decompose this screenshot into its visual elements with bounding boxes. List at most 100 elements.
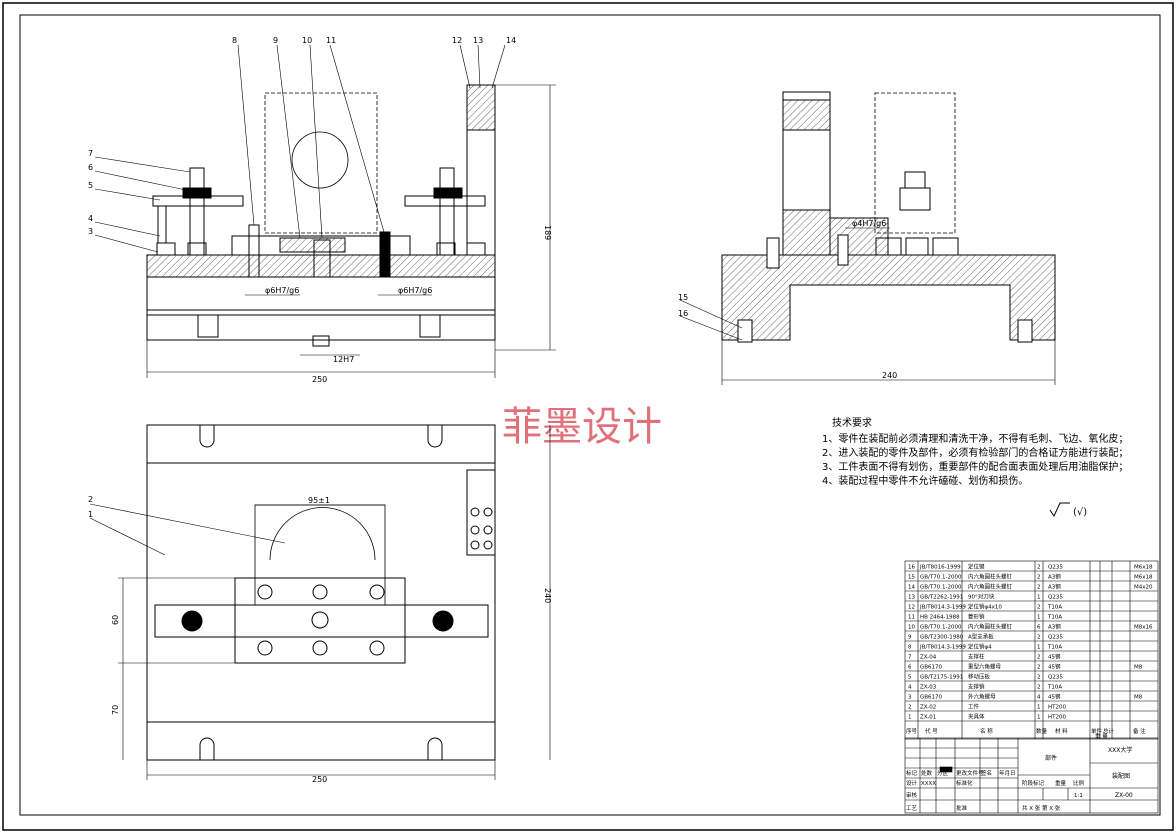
balloon-3: 3	[88, 227, 93, 236]
bom-header: 序号	[906, 727, 918, 735]
balloon-11: 11	[326, 36, 336, 45]
bom-cell: 4	[1037, 695, 1041, 701]
bom-cell: 2	[1037, 685, 1041, 691]
title-part: 部件	[1045, 754, 1057, 762]
bom-cell: 定位键	[968, 563, 985, 571]
top-view-labels: 2 1 250 240 95±1 60 70	[88, 495, 552, 784]
bom-cell: 2	[1037, 605, 1041, 611]
bom-cell: Q235	[1048, 565, 1063, 571]
title-col-scale: 比例	[1073, 779, 1085, 787]
bom-header: 备 注	[1133, 727, 1146, 735]
bom-cell: 2	[1037, 565, 1041, 571]
bom-cell: 8	[908, 645, 912, 651]
bom-cell: 6	[908, 665, 912, 671]
title-sheet: 共 X 张 第 X 张	[1022, 804, 1061, 812]
balloon-4: 4	[88, 214, 93, 223]
bom-cell: 1	[1037, 645, 1041, 651]
bom-table	[904, 560, 1159, 740]
bom-cell: T10A	[1047, 645, 1062, 651]
title-role-designer: XXXX	[921, 781, 936, 787]
bom-cell: 工件	[968, 703, 980, 711]
bom-cell: M8	[1134, 665, 1143, 671]
dim-front-width: 250	[312, 375, 327, 384]
bom-cell: 7	[908, 655, 912, 661]
bom-cell: 2	[1037, 675, 1041, 681]
bom-cell: GB/T70.1-2000	[920, 575, 962, 581]
title-scale: 1:1	[1074, 793, 1083, 799]
balloon-1: 1	[88, 510, 93, 519]
balloon-14: 14	[506, 36, 516, 45]
title-role-design: 设计	[906, 779, 918, 787]
bom-cell: 10	[908, 625, 915, 631]
title-block-text: 部件 XXX大学 装配图 ZX-00 1:1 共 X 张 第 X 张 阶段标记 …	[906, 746, 1133, 812]
side-view-labels: 15 16 240 φ4H7/g6	[678, 219, 897, 380]
bom-cell: 45钢	[1048, 653, 1061, 661]
bom-header: 材 料	[1055, 727, 1068, 735]
title-role-process: 工艺	[906, 805, 918, 812]
bom-cell: 1	[1037, 595, 1041, 601]
bom-cell: 2	[908, 705, 912, 711]
dim-front-height: 189	[543, 225, 552, 240]
bom-header: 代 号	[925, 727, 938, 735]
dim-top-width: 250	[312, 775, 327, 784]
bom-cell: 1	[908, 715, 912, 721]
roughness-note: (√)	[1073, 507, 1087, 518]
dim-tol-right: φ6H7/g6	[398, 286, 432, 295]
bom-cell: ZX-04	[920, 655, 937, 661]
bom-cell: 6	[1037, 625, 1041, 631]
bom-cell: 内六角圆柱头螺钉	[968, 623, 1013, 631]
balloon-10: 10	[302, 36, 312, 45]
bom-cell: GB/T2175-1991	[920, 675, 963, 681]
bom-cell: GB/T70.1-2000	[920, 625, 962, 631]
bom-cell: ZX-02	[920, 705, 936, 711]
title-row-zone: 分区	[937, 769, 949, 777]
bom-cell: 90°对刀块	[968, 593, 995, 601]
dim-slot: 12H7	[333, 355, 354, 364]
bom-cell: T10A	[1047, 685, 1062, 691]
bom-cell: 2	[1037, 635, 1041, 641]
bom-cell: 13	[908, 595, 915, 601]
bom-cell: JB/T8016-1999	[919, 565, 961, 571]
balloon-9: 9	[273, 36, 278, 45]
bom-cell: HT200	[1048, 715, 1066, 721]
balloon-5: 5	[88, 181, 93, 190]
bom-cell: 14	[908, 585, 915, 591]
dim-top-height: 240	[543, 588, 552, 603]
dim-tol-left: φ6H7/g6	[265, 286, 299, 295]
bom-cell: M6x18	[1134, 575, 1153, 581]
balloon-12: 12	[452, 36, 462, 45]
dim-side-width: 240	[882, 371, 897, 380]
bom-cell: 定位销φ4x10	[968, 603, 1002, 611]
bom-cell: M6x18	[1134, 565, 1153, 571]
title-row-date: 年月日	[999, 769, 1016, 777]
bom-cell: HT200	[1048, 705, 1066, 711]
bom-header: 单件	[1091, 727, 1103, 735]
bom-cell: 支撑柱	[968, 653, 985, 661]
title-block	[904, 737, 1159, 814]
bom-cell: 1	[1037, 715, 1041, 721]
bom-cell: JB/T8014.3-1999	[919, 605, 966, 611]
dim-top-v2: 70	[111, 705, 120, 715]
bom-cell: A3钢	[1048, 583, 1061, 591]
bom-cell: 15	[908, 575, 915, 581]
bom-header: 总计	[1103, 727, 1115, 735]
balloon-7: 7	[88, 149, 93, 158]
bom-cell: 11	[908, 615, 915, 621]
bom-cell: 菱形销	[968, 613, 985, 621]
balloon-13: 13	[473, 36, 483, 45]
watermark-text: 菲墨设计	[502, 404, 662, 450]
bom-cell: 移动压板	[968, 673, 991, 681]
balloon-16: 16	[678, 309, 688, 318]
bom-cell: GB/T2300-1980	[920, 635, 964, 641]
bom-cell: HB 2464-1988	[920, 615, 960, 621]
bom-cell: 支撑销	[968, 683, 985, 691]
requirement-3: 3、工件表面不得有划伤，重要部件的配合面表面处理后用油脂保护；	[822, 460, 1128, 473]
title-col-stage: 阶段标记	[1022, 779, 1045, 787]
title-drawing: 装配图	[1112, 772, 1130, 780]
bom-cell: 1	[1037, 705, 1041, 711]
title-row-count: 处数	[921, 769, 933, 777]
bom-cell: 2	[1037, 665, 1041, 671]
